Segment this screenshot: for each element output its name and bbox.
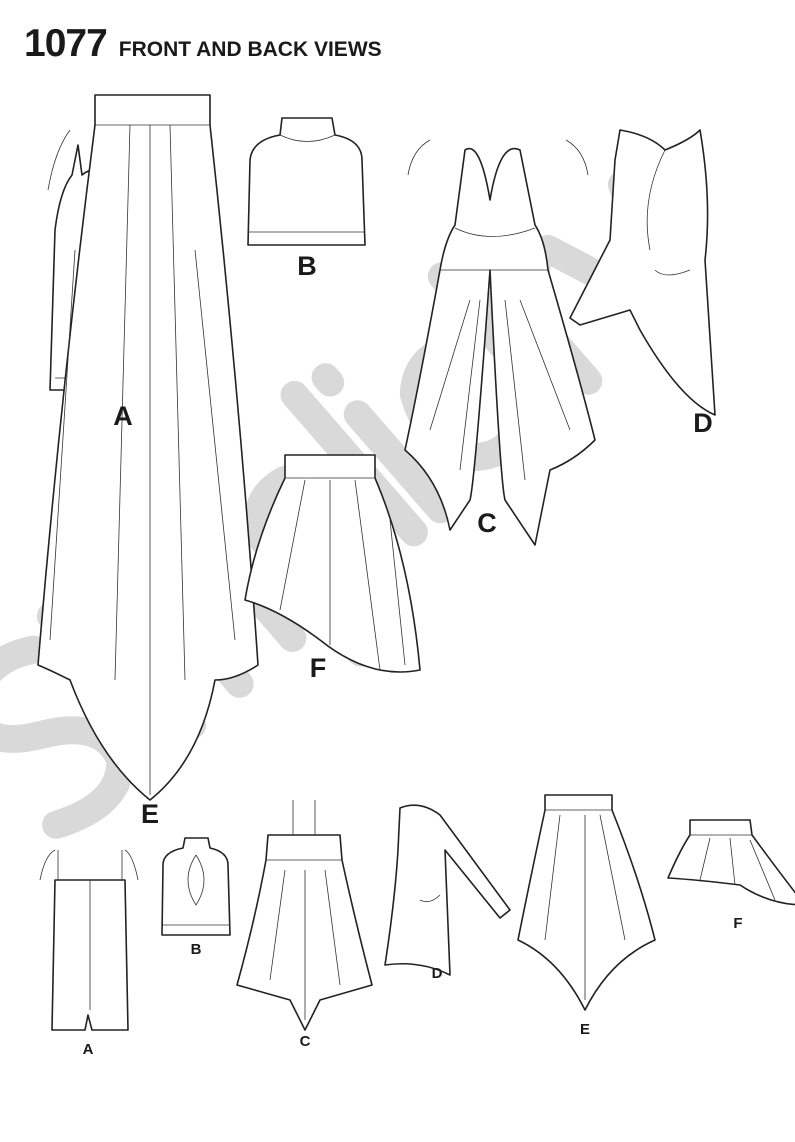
front-label-d: D [693, 408, 713, 438]
back-label-d: D [432, 965, 443, 982]
front-view-f-skirt [244, 454, 421, 673]
back-label-c: C [300, 1033, 311, 1050]
page-title: FRONT AND BACK VIEWS [118, 38, 382, 61]
page-header: 1077 FRONT AND BACK VIEWS [24, 22, 382, 66]
pattern-number: 1077 [24, 22, 108, 65]
front-view-d-long-sleeve-top [569, 129, 716, 416]
back-view-f-skirt [667, 819, 795, 906]
back-view-b-crop-top [161, 837, 231, 936]
front-view-b-crop-top [247, 117, 366, 246]
back-label-a: A [83, 1041, 94, 1058]
front-view-e-skirt [37, 94, 259, 801]
back-label-b: B [191, 941, 202, 958]
front-label-b: B [297, 251, 317, 281]
front-label-a: A [113, 401, 133, 431]
back-view-e-skirt [517, 794, 656, 1011]
front-view-c-halter-dress [404, 139, 596, 546]
back-view-d-long-sleeve-top [384, 804, 511, 976]
front-label-f: F [310, 653, 327, 683]
back-label-e: E [580, 1021, 590, 1038]
front-label-e: E [141, 799, 159, 829]
back-view-a-romper [39, 849, 139, 1031]
back-view-c-halter-dress [236, 800, 373, 1031]
back-label-f: F [733, 915, 742, 932]
front-label-c: C [477, 508, 497, 538]
